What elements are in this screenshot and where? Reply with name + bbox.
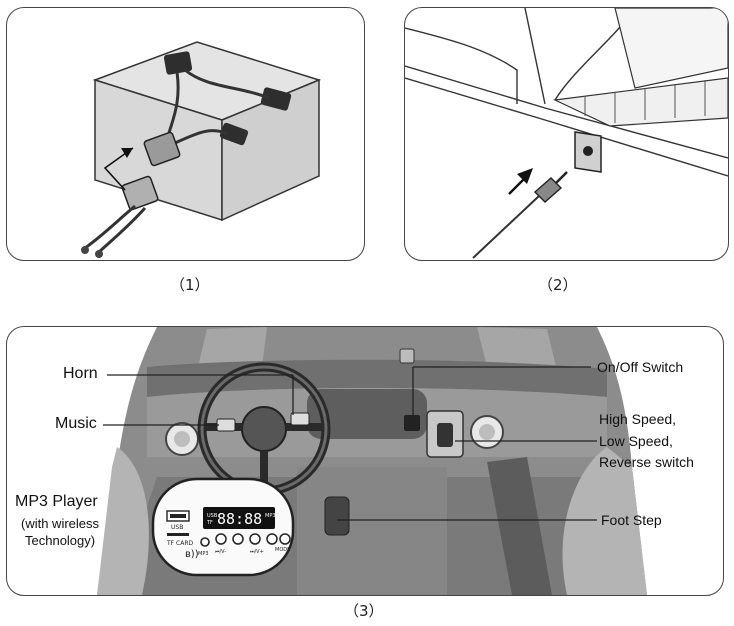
panel-charging-port bbox=[404, 7, 729, 261]
btn-1 bbox=[215, 533, 227, 545]
insert-arrow bbox=[103, 147, 134, 191]
charge-port-hole bbox=[583, 146, 593, 156]
mp3-player-panel: 88:88 USB TF MP3 USB TF CARD ʙ)) MP3 ⏮/V… bbox=[151, 477, 295, 577]
mp3-display bbox=[203, 507, 275, 529]
label-mp3-sub2: Technology) bbox=[25, 533, 96, 548]
btn-mode bbox=[279, 533, 291, 545]
caption-2: （2） bbox=[538, 276, 578, 294]
music-button bbox=[216, 418, 236, 432]
caption-3: （3） bbox=[344, 602, 384, 620]
seat-frame bbox=[524, 8, 546, 105]
label-speed-1: High Speed, bbox=[599, 411, 677, 427]
terminal-left bbox=[163, 51, 193, 75]
dashboard-illustration: 88:88 USB TF MP3 USB TF CARD ʙ)) MP3 ⏮/V… bbox=[97, 327, 647, 595]
btn-2 bbox=[232, 533, 244, 545]
charger-cable bbox=[472, 195, 540, 259]
hood-panel-right bbox=[477, 327, 557, 371]
horn-button bbox=[290, 412, 310, 426]
label-speed-2: Low Speed, bbox=[599, 433, 673, 449]
charging-port-illustration bbox=[405, 8, 728, 259]
label-music: Music bbox=[55, 415, 97, 432]
terminal-right bbox=[260, 87, 292, 111]
label-mp3-player: MP3 Player bbox=[15, 493, 98, 510]
plug-connector bbox=[121, 175, 159, 211]
steering-hub bbox=[241, 406, 287, 452]
panel-battery-connection bbox=[6, 7, 365, 261]
center-console bbox=[297, 467, 447, 595]
mp3-display-text: 88:88 bbox=[217, 510, 262, 528]
cable-2 bbox=[97, 206, 147, 254]
svg-text:MP3: MP3 bbox=[265, 513, 276, 519]
svg-text:TF CARD: TF CARD bbox=[166, 540, 193, 547]
btn-3 bbox=[249, 533, 261, 545]
label-speed-3: Reverse switch bbox=[599, 454, 694, 470]
door-right bbox=[562, 447, 647, 595]
wire-a bbox=[184, 68, 270, 100]
cable-1 bbox=[84, 204, 136, 250]
hood-panel-left bbox=[197, 327, 267, 371]
seat-right bbox=[487, 457, 552, 595]
seat-slats bbox=[552, 77, 728, 127]
mp3-jack bbox=[200, 537, 210, 547]
svg-text:ʙ)): ʙ)) bbox=[185, 549, 199, 560]
svg-text:TF: TF bbox=[206, 520, 213, 526]
caption-1: （1） bbox=[170, 276, 210, 294]
label-on-off-switch: On/Off Switch bbox=[597, 359, 684, 375]
btn-4 bbox=[266, 533, 278, 545]
charger-pin bbox=[555, 171, 568, 184]
svg-text:⏭/V+: ⏭/V+ bbox=[250, 549, 264, 555]
wire-c bbox=[174, 129, 228, 145]
charger-plug bbox=[533, 177, 563, 203]
foot-step bbox=[324, 496, 350, 536]
socket-connector bbox=[143, 131, 181, 167]
seat-back bbox=[614, 8, 728, 89]
cable-end-1 bbox=[81, 246, 89, 254]
door-left bbox=[97, 447, 149, 595]
label-mp3-sub1: (with wireless bbox=[21, 516, 100, 531]
svg-text:USB: USB bbox=[207, 513, 218, 519]
svg-text:MODE: MODE bbox=[275, 547, 290, 553]
cable-end-2 bbox=[95, 250, 103, 258]
svg-text:⏮/V-: ⏮/V- bbox=[215, 549, 226, 555]
label-foot-step: Foot Step bbox=[601, 512, 662, 528]
body-top-edge bbox=[405, 65, 728, 159]
tf-slot-icon bbox=[167, 533, 189, 536]
label-horn: Horn bbox=[63, 365, 98, 382]
instrument-cluster bbox=[307, 389, 427, 439]
insert-arrow-head bbox=[121, 148, 133, 158]
battery-illustration bbox=[81, 41, 322, 258]
body-lower-edge bbox=[405, 77, 728, 177]
svg-text:USB: USB bbox=[171, 524, 183, 531]
panel-dashboard: 88:88 USB TF MP3 USB TF CARD ʙ)) MP3 ⏮/V… bbox=[6, 326, 724, 596]
on-off-switch bbox=[404, 415, 420, 431]
top-knob bbox=[399, 348, 415, 364]
terminal-front bbox=[219, 122, 249, 146]
body-curve bbox=[405, 27, 518, 104]
svg-text:MP3: MP3 bbox=[198, 551, 209, 557]
speed-switch-lever bbox=[437, 423, 453, 447]
plug-in-arrow-head bbox=[517, 168, 533, 184]
